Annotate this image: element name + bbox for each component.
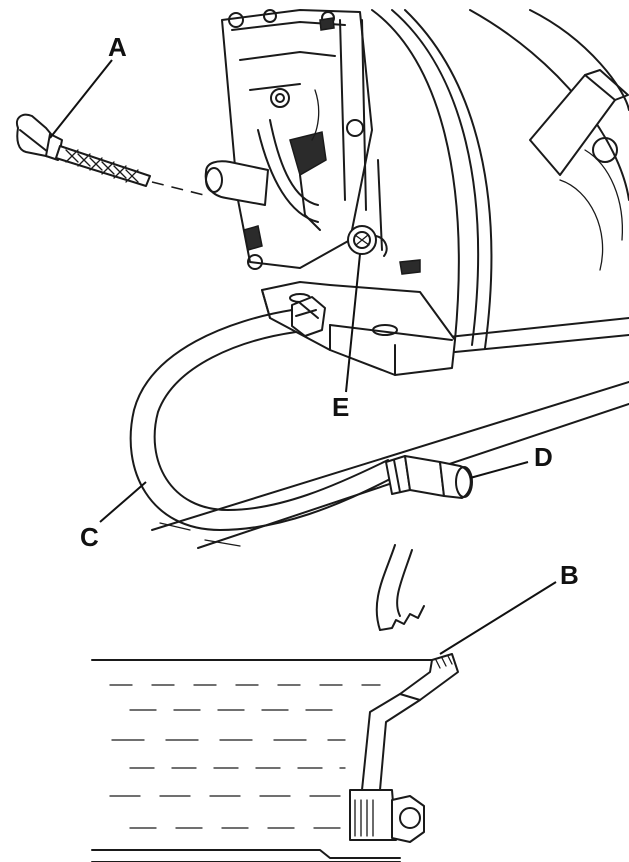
dipstick xyxy=(16,113,209,197)
callout-label-c: C xyxy=(80,522,99,552)
callout-label-d: D xyxy=(534,442,553,472)
leader-line-c xyxy=(99,481,147,523)
leader-line-a xyxy=(49,59,113,139)
leader-line-e xyxy=(345,253,361,393)
callout-label-a: A xyxy=(108,32,127,62)
drain-hose xyxy=(129,309,629,549)
leader-line-d xyxy=(469,461,529,479)
callout-label-e: E xyxy=(332,392,349,422)
callout-label-b: B xyxy=(560,560,579,590)
engine-assembly xyxy=(204,9,629,376)
leader-line-b xyxy=(439,581,557,655)
oil-pan xyxy=(91,544,459,862)
